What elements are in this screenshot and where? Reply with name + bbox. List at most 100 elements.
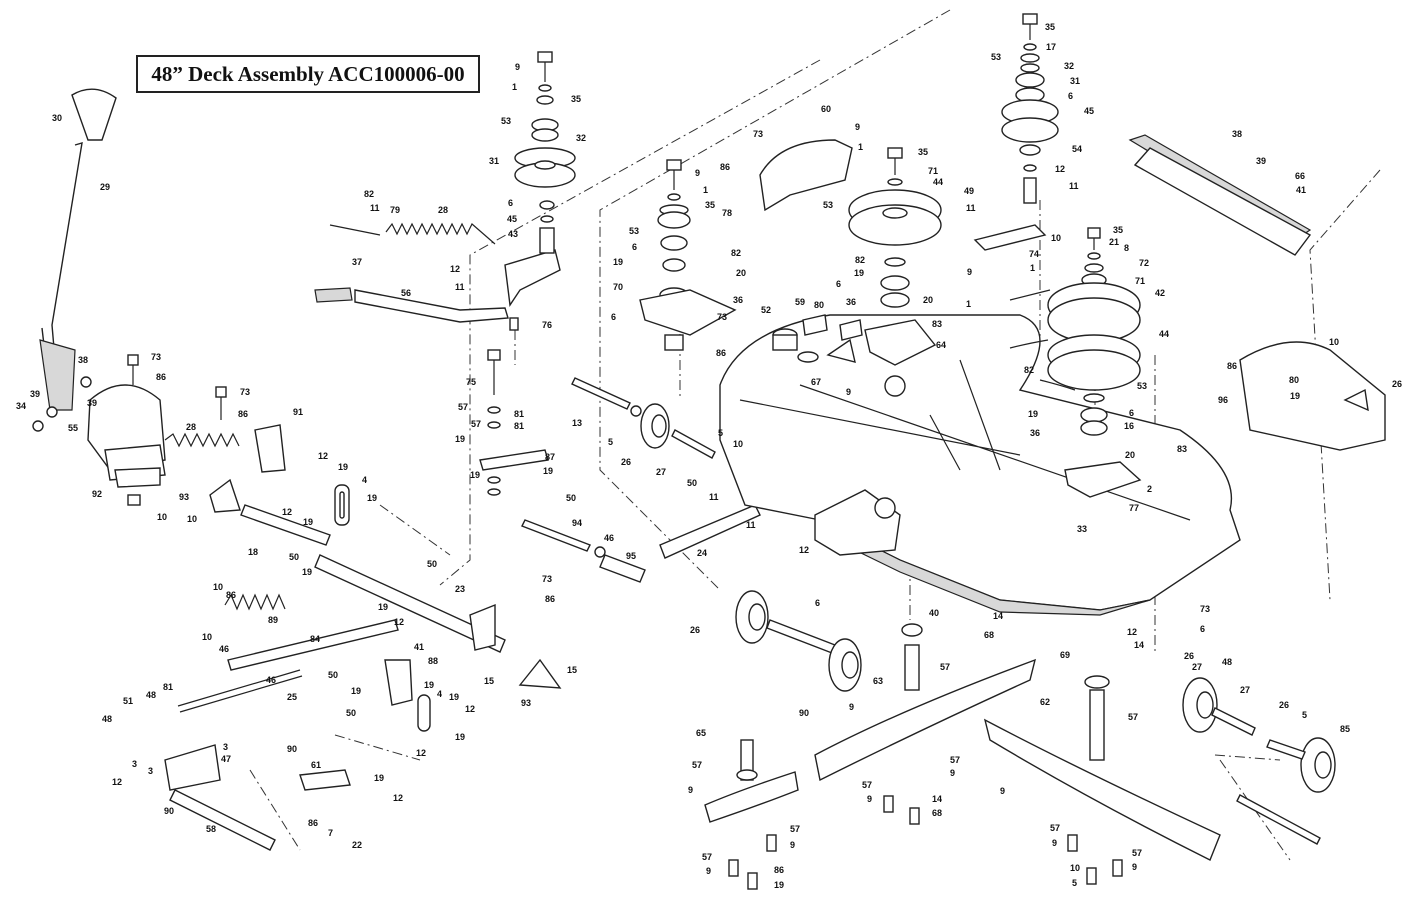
part-label: 1 xyxy=(1030,263,1035,273)
part-label: 63 xyxy=(873,676,883,686)
part-label: 92 xyxy=(92,489,102,499)
part-label: 14 xyxy=(932,794,942,804)
rod-18 xyxy=(240,504,331,546)
part-label: 70 xyxy=(613,282,623,292)
bracket-88 xyxy=(384,659,431,732)
guard-83-64-52-59-80 xyxy=(772,314,863,363)
part-label: 15 xyxy=(484,676,494,686)
part-label: 39 xyxy=(1256,156,1266,166)
bearing-53-upper xyxy=(531,118,559,142)
part-label: 57 xyxy=(950,755,960,765)
bracket-76 xyxy=(504,249,561,331)
part-label: 10 xyxy=(1070,863,1080,873)
part-label: 14 xyxy=(1134,640,1144,650)
part-label: 82 xyxy=(855,255,865,265)
part-label: 57 xyxy=(1050,823,1060,833)
part-label: 35 xyxy=(918,147,928,157)
part-label: 19 xyxy=(374,773,384,783)
part-label: 9 xyxy=(849,702,854,712)
part-label: 91 xyxy=(293,407,303,417)
shift-lever-assembly xyxy=(32,88,166,506)
part-label: 77 xyxy=(1129,503,1139,513)
part-label: 42 xyxy=(1155,288,1165,298)
part-label: 9 xyxy=(515,62,520,72)
link-61 xyxy=(299,769,351,791)
part-label: 12 xyxy=(416,748,426,758)
part-label: 3 xyxy=(132,759,137,769)
spring-28-left xyxy=(164,432,240,448)
part-label: 73 xyxy=(240,387,250,397)
part-label: 19 xyxy=(303,517,313,527)
part-label: 20 xyxy=(923,295,933,305)
part-label: 10 xyxy=(733,439,743,449)
part-label: 71 xyxy=(928,166,938,176)
part-label: 15 xyxy=(567,665,577,675)
part-label: 28 xyxy=(186,422,196,432)
part-label: 73 xyxy=(151,352,161,362)
part-label: 74 xyxy=(1029,249,1039,259)
part-label: 35 xyxy=(705,200,715,210)
part-label: 50 xyxy=(566,493,576,503)
part-label: 1 xyxy=(703,185,708,195)
part-label: 7 xyxy=(328,828,333,838)
part-label: 57 xyxy=(702,852,712,862)
part-label: 41 xyxy=(1296,185,1306,195)
bracket-93-right xyxy=(518,658,562,689)
part-label: 51 xyxy=(123,696,133,706)
part-label: 82 xyxy=(1024,365,1034,375)
part-label: 48 xyxy=(146,690,156,700)
part-label: 31 xyxy=(1070,76,1080,86)
part-label: 6 xyxy=(1068,91,1073,101)
part-label: 12 xyxy=(282,507,292,517)
part-label: 71 xyxy=(1135,276,1145,286)
part-label: 50 xyxy=(687,478,697,488)
part-label: 6 xyxy=(1200,624,1205,634)
part-label: 86 xyxy=(720,162,730,172)
part-label: 9 xyxy=(967,267,972,277)
part-label: 81 xyxy=(514,421,524,431)
part-label: 28 xyxy=(438,205,448,215)
part-label: 1 xyxy=(858,142,863,152)
rod-84 xyxy=(227,619,399,671)
part-label: 19 xyxy=(351,686,361,696)
part-label: 68 xyxy=(932,808,942,818)
part-label: 38 xyxy=(78,355,88,365)
part-label: 12 xyxy=(1055,164,1065,174)
part-label: 53 xyxy=(501,116,511,126)
diagram-title: 48” Deck Assembly ACC100006-00 xyxy=(151,61,465,86)
wheel-26-front xyxy=(640,403,716,459)
part-label: 10 xyxy=(202,632,212,642)
bolt-9-upper xyxy=(536,51,554,105)
part-label: 11 xyxy=(1069,181,1079,191)
pulley-71-center xyxy=(848,147,942,366)
part-label: 57 xyxy=(940,662,950,672)
part-label: 64 xyxy=(936,340,946,350)
part-label: 9 xyxy=(706,866,711,876)
wheel-set-96 xyxy=(735,590,862,692)
part-label: 53 xyxy=(991,52,1001,62)
part-label: 11 xyxy=(746,520,756,530)
part-number-labels: 30 29 38 39 34 39 55 92 10 73 86 73 86 2… xyxy=(16,22,1402,890)
part-label: 11 xyxy=(709,492,719,502)
part-label: 9 xyxy=(950,768,955,778)
part-label: 30 xyxy=(52,113,62,123)
part-label: 86 xyxy=(308,818,318,828)
part-label: 33 xyxy=(1077,524,1087,534)
part-label: 80 xyxy=(814,300,824,310)
part-label: 73 xyxy=(1200,604,1210,614)
part-label: 58 xyxy=(206,824,216,834)
part-label: 73 xyxy=(542,574,552,584)
part-label: 37 xyxy=(352,257,362,267)
part-label: 9 xyxy=(1052,838,1057,848)
part-label: 73 xyxy=(717,312,727,322)
shaft-58 xyxy=(164,744,276,851)
bracket-93-left xyxy=(209,478,241,513)
part-label: 14 xyxy=(993,611,1003,621)
part-label: 45 xyxy=(507,214,517,224)
part-label: 26 xyxy=(1184,651,1194,661)
part-label: 16 xyxy=(1124,421,1134,431)
part-label: 12 xyxy=(799,545,809,555)
part-label: 65 xyxy=(696,728,706,738)
pulley-31-upper xyxy=(514,147,576,188)
